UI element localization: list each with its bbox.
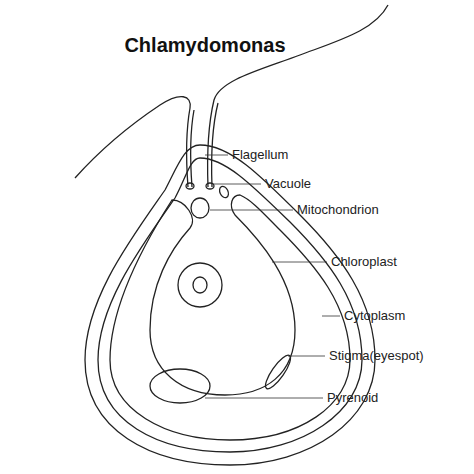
chloroplast-cup — [110, 195, 350, 440]
nucleolus — [193, 277, 207, 293]
part-label: Flagellum — [232, 147, 288, 163]
part-label: Chloroplast — [331, 254, 397, 270]
leader-line — [205, 398, 323, 399]
vacuole-shape — [218, 185, 230, 199]
flagellum-right — [208, 5, 388, 187]
part-label: Stigma(eyespot) — [329, 348, 424, 364]
leader-line — [288, 356, 325, 357]
mitochondrion-shape — [191, 198, 209, 218]
leader-line — [210, 210, 293, 211]
nucleus — [178, 263, 222, 307]
leader-line — [272, 262, 327, 263]
leader-line — [205, 155, 228, 156]
leader-line — [322, 316, 340, 317]
basal-body — [186, 183, 194, 189]
diagram-title: Chlamydomonas — [105, 33, 305, 57]
pyrenoid-shape — [150, 369, 210, 403]
part-label: Pyrenoid — [327, 390, 378, 406]
leader-line — [213, 184, 261, 185]
part-label: Mitochondrion — [297, 202, 379, 218]
stigma-shape — [262, 352, 295, 392]
part-label: Cytoplasm — [344, 308, 405, 324]
basal-body — [206, 183, 214, 189]
cell-wall — [85, 145, 375, 465]
part-label: Vacuole — [265, 176, 311, 192]
flagellum-right-inner — [212, 103, 218, 187]
